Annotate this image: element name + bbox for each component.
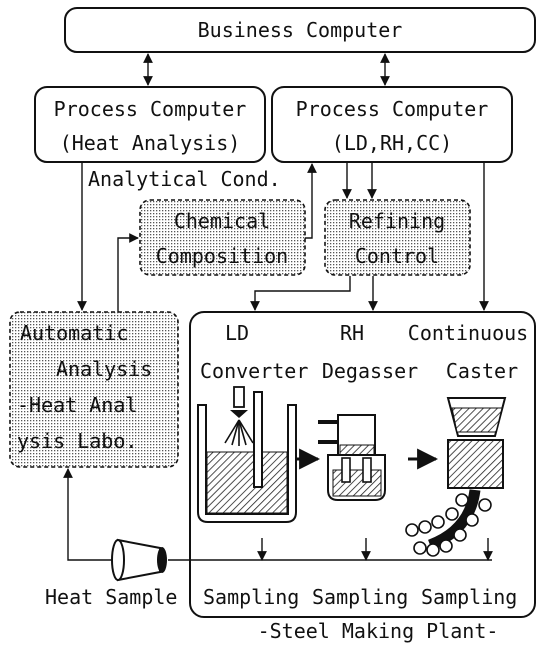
- process-computer-ld-box: Process Computer (LD,RH,CC): [271, 86, 513, 163]
- process-computer-heat-box: Process Computer (Heat Analysis): [34, 86, 266, 163]
- analytical-cond-label: Analytical Cond.: [88, 167, 281, 191]
- rh-degasser-drawing: [318, 414, 386, 501]
- steel-making-plant-title: -Steel Making Plant-: [258, 619, 499, 643]
- refining-control-line2: Control: [355, 244, 439, 268]
- rh-label: RH: [340, 321, 364, 345]
- heat-sample-label: Heat Sample: [45, 585, 177, 609]
- refining-control-box: Refining Control: [324, 199, 471, 276]
- automatic-analysis-line3: -Heat Anal: [17, 393, 137, 417]
- continuous-caster-drawing: [405, 397, 507, 557]
- process-computer-ld-subtitle: (LD,RH,CC): [332, 131, 452, 155]
- connectors: [63, 53, 493, 561]
- sampling-rh-label: Sampling: [312, 585, 408, 609]
- sampling-ld-label: Sampling: [203, 585, 299, 609]
- chemical-composition-line2: Composition: [156, 244, 288, 268]
- continuous-label: Continuous: [408, 321, 528, 345]
- heat-sample-cup-icon: [111, 538, 167, 582]
- refining-control-line1: Refining: [349, 209, 445, 233]
- chemical-composition-box: Chemical Composition: [139, 199, 306, 276]
- ld-label: LD: [225, 321, 249, 345]
- ld-converter-drawing: [197, 386, 297, 523]
- process-computer-ld-title: Process Computer: [296, 97, 489, 121]
- automatic-analysis-box: Automatic Analysis -Heat Anal ysis Labo.: [9, 311, 179, 468]
- converter-label: Converter: [200, 359, 308, 383]
- sampling-cc-label: Sampling: [421, 585, 517, 609]
- automatic-analysis-line1: Automatic: [20, 321, 128, 345]
- degasser-label: Degasser: [322, 359, 418, 383]
- chemical-composition-line1: Chemical: [174, 209, 270, 233]
- automatic-analysis-line4: ysis Labo.: [17, 429, 137, 453]
- business-computer-label: Business Computer: [198, 18, 403, 42]
- caster-label: Caster: [446, 359, 518, 383]
- lance: [253, 391, 263, 488]
- process-computer-heat-subtitle: (Heat Analysis): [60, 131, 241, 155]
- process-computer-heat-title: Process Computer: [54, 97, 247, 121]
- automatic-analysis-line2: Analysis: [56, 357, 152, 381]
- business-computer-box: Business Computer: [64, 7, 536, 53]
